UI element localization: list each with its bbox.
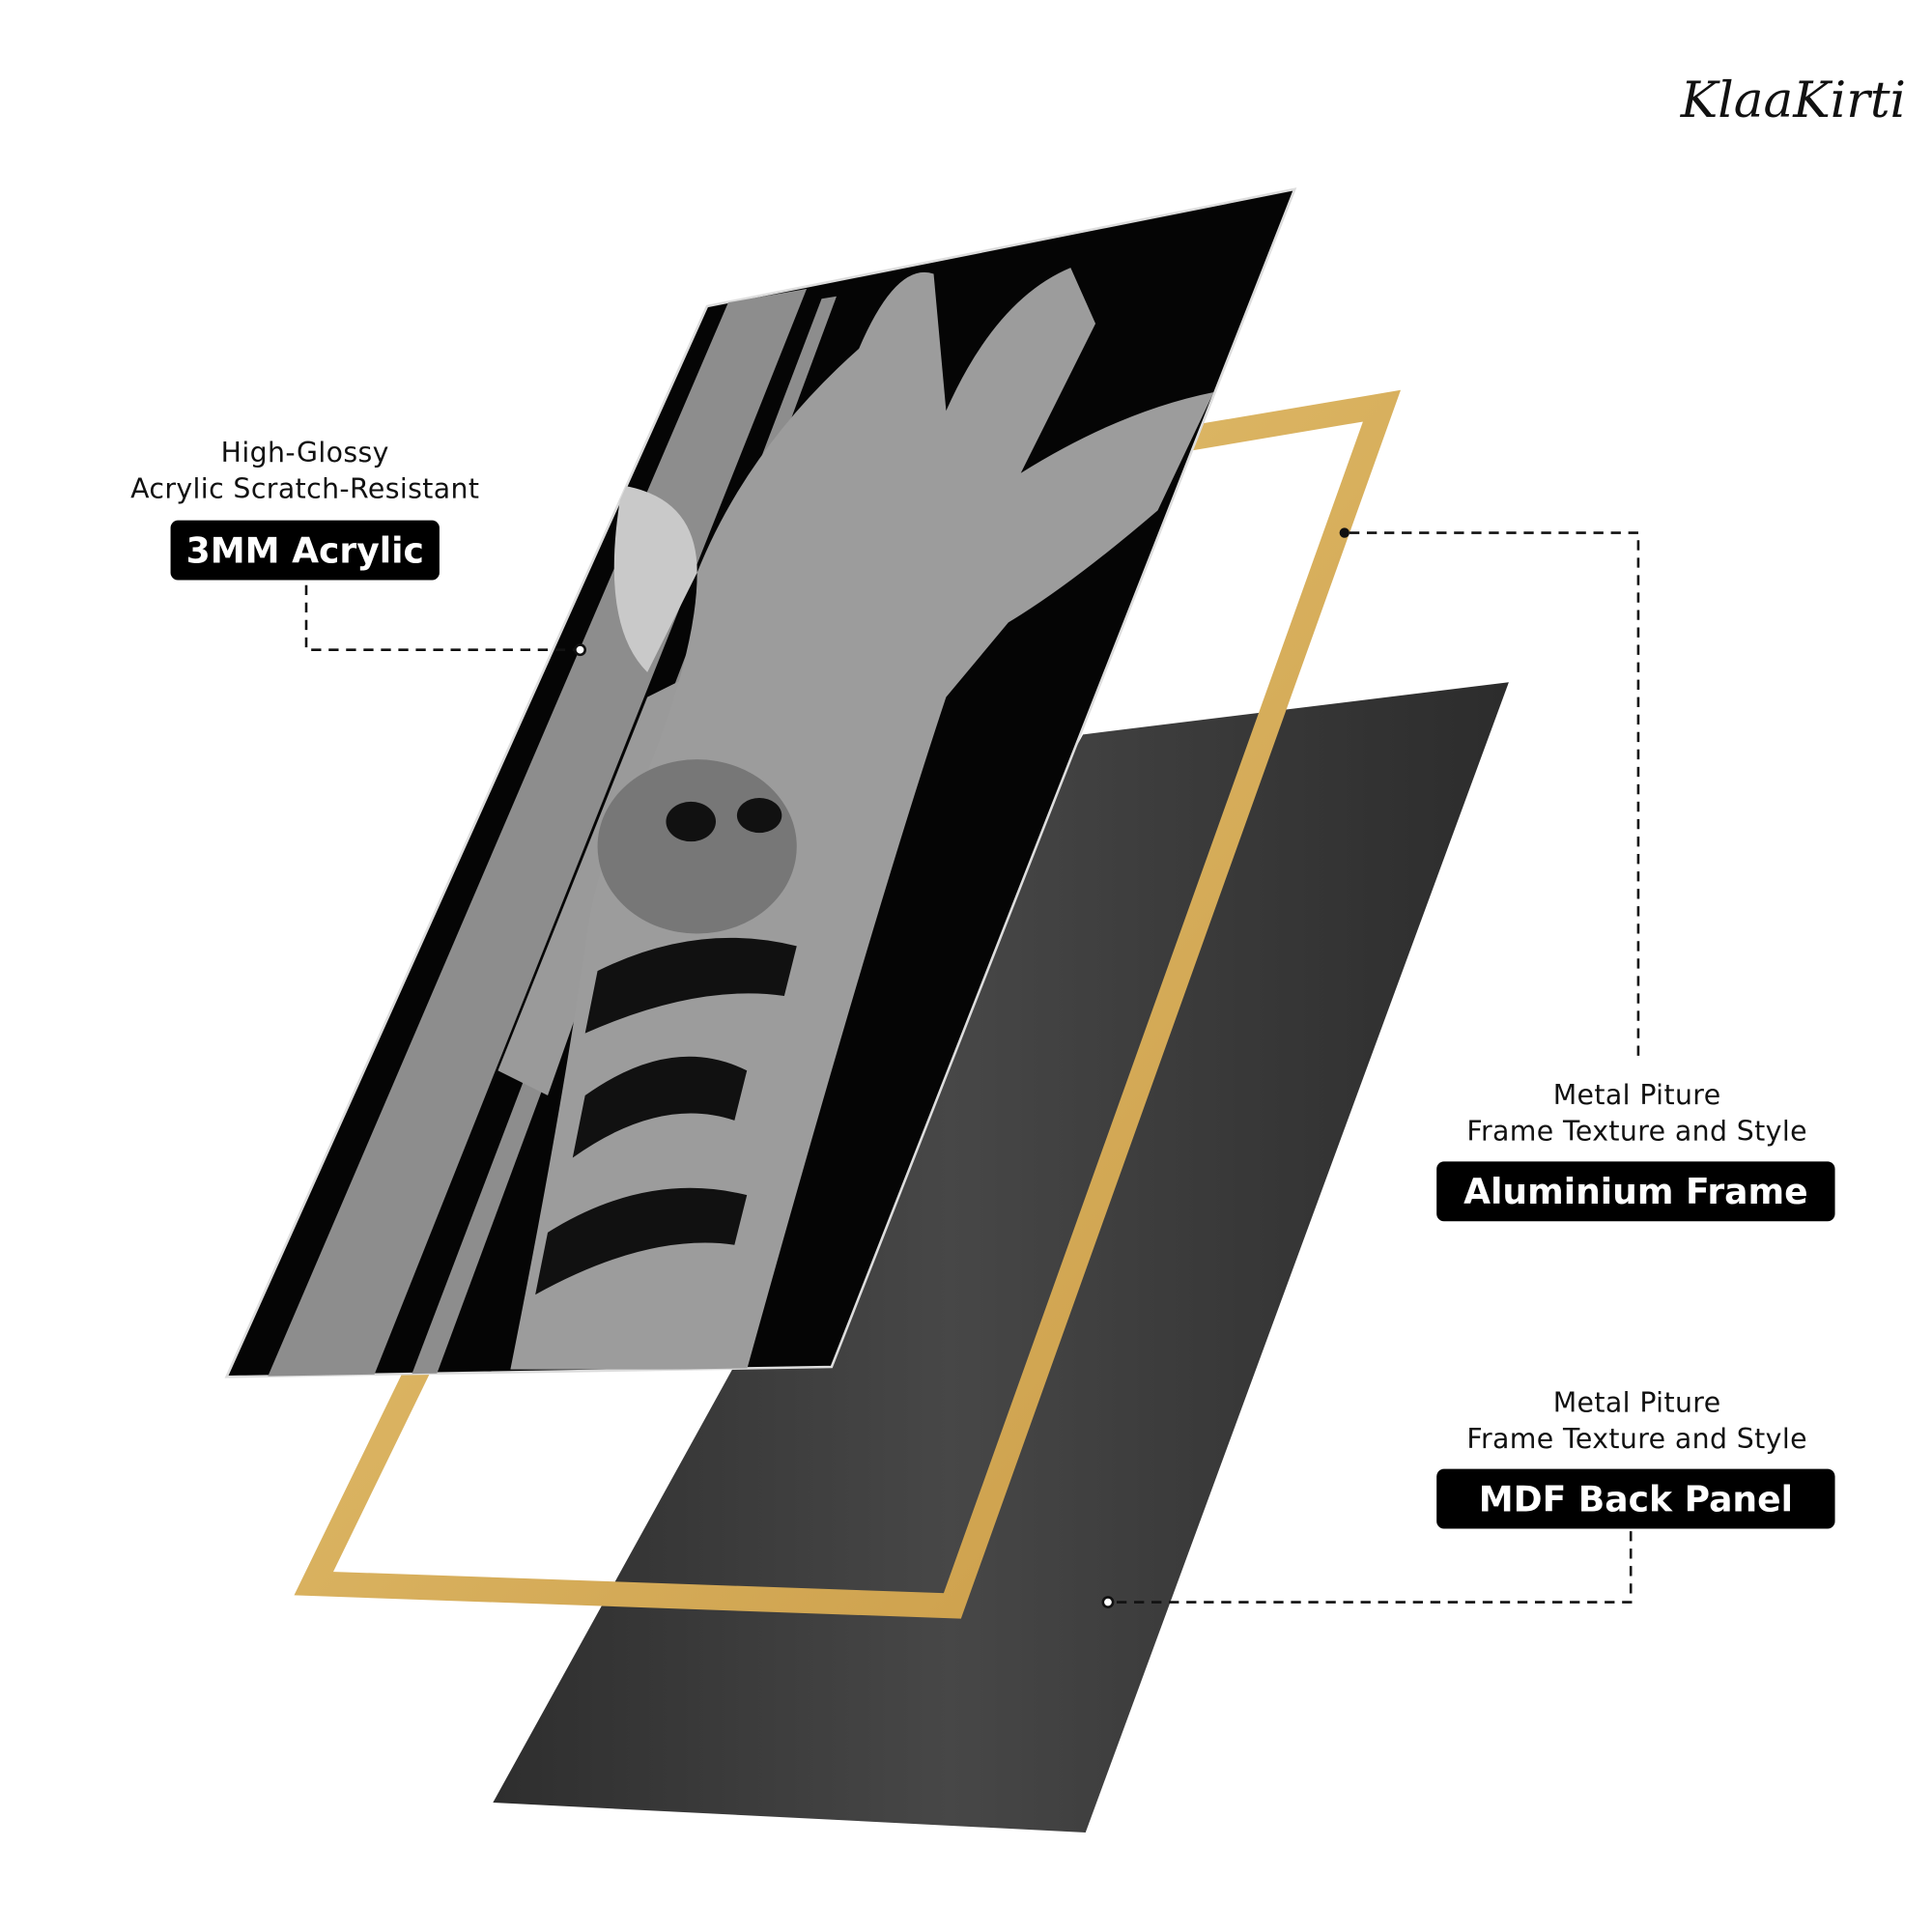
mdf-badge: MDF Back Panel [1436, 1468, 1835, 1529]
mdf-caption: Metal Piture Frame Texture and Style [1406, 1385, 1867, 1458]
acrylic-marker-dot [574, 643, 586, 657]
mdf-caption-line1: Metal Piture [1552, 1387, 1721, 1420]
leader-lines [304, 531, 1640, 1604]
frame-badge: Aluminium Frame [1436, 1161, 1835, 1222]
frame-caption-line1: Metal Piture [1552, 1080, 1721, 1112]
mdf-caption-line2: Frame Texture and Style [1466, 1424, 1807, 1456]
frame-marker-dot [1339, 527, 1350, 538]
acrylic-badge: 3MM Acrylic [170, 520, 440, 581]
frame-caption-line2: Frame Texture and Style [1466, 1116, 1807, 1149]
brand-logo: KlaaKirti [1680, 71, 1907, 130]
acrylic-caption-line1: High-Glossy [220, 438, 389, 469]
acrylic-print [224, 187, 1297, 1378]
mdf-marker-dot [1101, 1596, 1115, 1609]
acrylic-caption: High-Glossy Acrylic Scratch-Resistant [74, 436, 535, 508]
frame-caption: Metal Piture Frame Texture and Style [1406, 1078, 1867, 1151]
acrylic-caption-line2: Acrylic Scratch-Resistant [130, 473, 480, 506]
mdf-back-panel [493, 682, 1509, 1833]
